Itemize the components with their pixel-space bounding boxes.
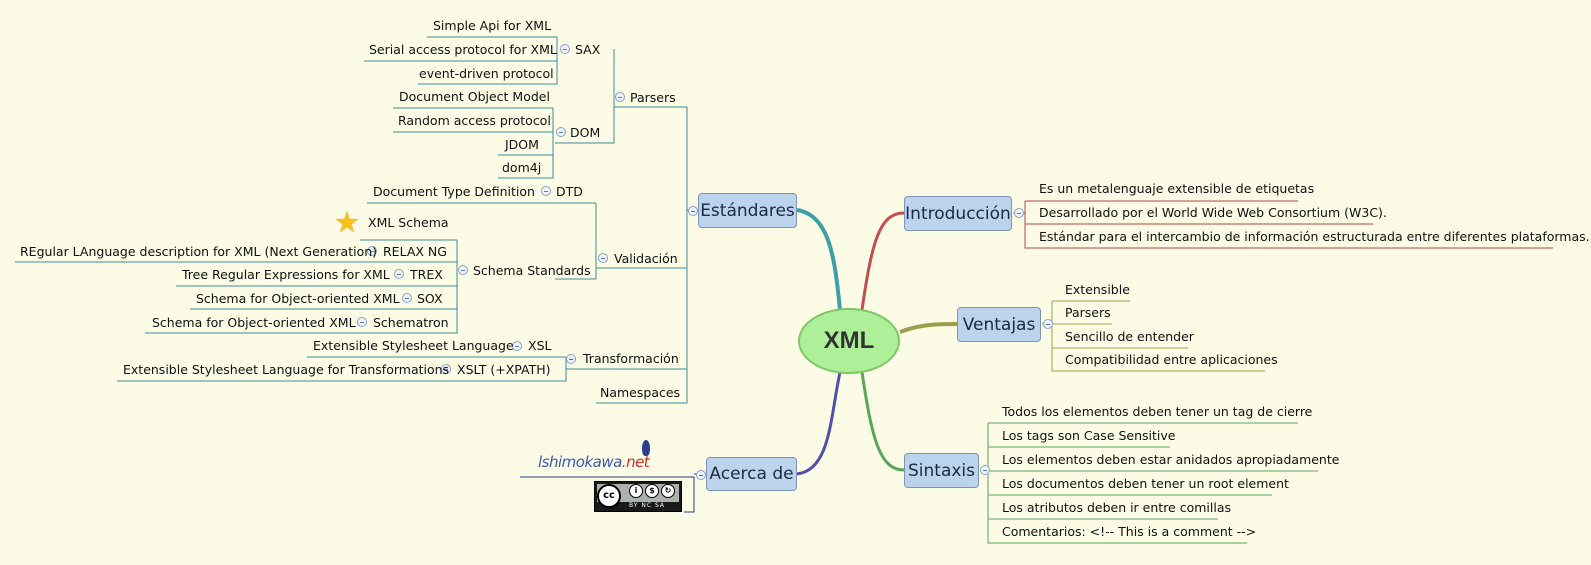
sax-item[interactable]: Serial access protocol for XML [369, 42, 557, 57]
collapse-icon[interactable] [560, 44, 570, 54]
relax-ng-description[interactable]: REgular LAnguage description for XML (Ne… [20, 244, 378, 259]
sintaxis-item[interactable]: Los elementos deben estar anidados aprop… [1002, 452, 1340, 467]
flame-icon [642, 440, 650, 456]
topic-dom[interactable]: DOM [570, 125, 601, 140]
intro-item[interactable]: Es un metalenguaje extensible de etiquet… [1039, 181, 1315, 196]
nc-icon: $ [645, 484, 659, 498]
central-topic[interactable]: XML [798, 308, 900, 374]
collapse-icon[interactable] [688, 206, 698, 216]
logo-text: lshimokawa.net [538, 453, 650, 471]
topic-trex[interactable]: TREX [410, 267, 443, 282]
collapse-icon[interactable] [394, 269, 404, 279]
topic-sintaxis[interactable]: Sintaxis [904, 453, 979, 488]
topic-estandares[interactable]: Estándares [698, 193, 797, 228]
dom-item[interactable]: JDOM [505, 137, 539, 152]
ventajas-item[interactable]: Parsers [1065, 305, 1111, 320]
collapse-icon[interactable] [402, 293, 412, 303]
sox-description[interactable]: Schema for Object-oriented XML [196, 291, 400, 306]
collapse-icon[interactable] [357, 317, 367, 327]
cc-labels: BY NC SA [629, 502, 665, 509]
collapse-icon[interactable] [541, 186, 551, 196]
topic-xslt[interactable]: XSLT (+XPATH) [457, 362, 551, 377]
topic-schema-standards[interactable]: Schema Standards [473, 263, 591, 278]
dom-item[interactable]: dom4j [502, 160, 542, 175]
cc-icon: cc [597, 484, 621, 508]
topic-acerca-de[interactable]: Acerca de [706, 457, 797, 491]
collapse-icon[interactable] [566, 354, 576, 364]
sintaxis-item[interactable]: Los tags son Case Sensitive [1002, 428, 1176, 443]
topic-validacion[interactable]: Validación [614, 251, 678, 266]
sax-item[interactable]: Simple Api for XML [433, 18, 552, 33]
intro-item[interactable]: Desarrollado por el World Wide Web Conso… [1039, 205, 1387, 220]
sax-item[interactable]: event-driven protocol [419, 66, 554, 81]
sintaxis-item[interactable]: Los atributos deben ir entre comillas [1002, 500, 1232, 515]
xml-schema[interactable]: XML Schema [368, 215, 449, 230]
sa-icon: ↻ [661, 484, 675, 498]
star-icon: ★ [334, 205, 360, 239]
topic-transformacion[interactable]: Transformación [583, 351, 679, 366]
collapse-icon[interactable] [1043, 319, 1053, 329]
collapse-icon[interactable] [1014, 208, 1024, 218]
sintaxis-item[interactable]: Los documentos deben tener un root eleme… [1002, 476, 1289, 491]
topic-sox[interactable]: SOX [417, 291, 443, 306]
collapse-icon[interactable] [458, 265, 468, 275]
topic-sax[interactable]: SAX [575, 42, 601, 57]
topic-relax-ng[interactable]: RELAX NG [383, 244, 447, 259]
dtd-description[interactable]: Document Type Definition [373, 184, 535, 199]
topic-parsers[interactable]: Parsers [630, 90, 676, 105]
creative-commons-badge[interactable]: cc i $ ↻ BY NC SA [594, 481, 682, 512]
topic-introduccion[interactable]: Introducción [904, 196, 1012, 231]
sintaxis-item[interactable]: Todos los elementos deben tener un tag d… [1002, 404, 1313, 419]
xslt-description[interactable]: Extensible Stylesheet Language for Trans… [123, 362, 450, 377]
collapse-icon[interactable] [556, 127, 566, 137]
schematron-description[interactable]: Schema for Object-oriented XML [152, 315, 356, 330]
topic-dtd[interactable]: DTD [556, 184, 583, 199]
collapse-icon[interactable] [615, 92, 625, 102]
sintaxis-item[interactable]: Comentarios: <!-- This is a comment --> [1002, 524, 1257, 539]
dom-item[interactable]: Random access protocol [398, 113, 551, 128]
ventajas-item[interactable]: Sencillo de entender [1065, 329, 1194, 344]
by-icon: i [629, 484, 643, 498]
collapse-icon[interactable] [367, 246, 377, 256]
collapse-icon[interactable] [512, 341, 522, 351]
topic-namespaces[interactable]: Namespaces [600, 385, 681, 400]
intro-item[interactable]: Estándar para el intercambio de informac… [1039, 229, 1590, 244]
ventajas-item[interactable]: Compatibilidad entre aplicaciones [1065, 352, 1278, 367]
topic-xsl[interactable]: XSL [528, 338, 552, 353]
topic-ventajas[interactable]: Ventajas [957, 307, 1041, 342]
collapse-icon[interactable] [441, 364, 451, 374]
collapse-icon[interactable] [696, 470, 706, 480]
collapse-icon[interactable] [980, 465, 990, 475]
trex-description[interactable]: Tree Regular Expressions for XML [182, 267, 390, 282]
collapse-icon[interactable] [598, 253, 608, 263]
xsl-description[interactable]: Extensible Stylesheet Language [313, 338, 514, 353]
lshimokawa-logo[interactable]: lshimokawa.net [536, 440, 666, 476]
topic-schematron[interactable]: Schematron [373, 315, 449, 330]
dom-item[interactable]: Document Object Model [399, 89, 550, 104]
ventajas-item[interactable]: Extensible [1065, 282, 1130, 297]
